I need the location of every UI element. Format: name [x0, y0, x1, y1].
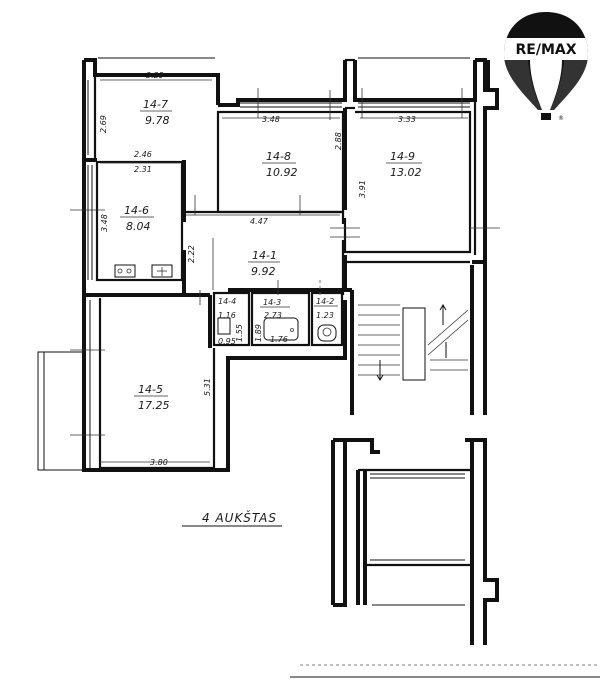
windows	[87, 57, 500, 606]
room-14-8-area: 10.92	[266, 166, 298, 179]
room-14-5-area: 17.25	[138, 399, 170, 412]
dim-r3-b: 1.76	[270, 335, 288, 344]
remax-balloon-logo: RE/MAX ®	[504, 12, 588, 122]
room-14-9-area: 13.02	[390, 166, 422, 179]
balloon-basket-icon	[541, 113, 551, 120]
dimension-labels: 3.29 2.69 2.46 3.48 2.88 3.33 3.91 2.31 …	[99, 71, 416, 467]
room-14-1-area: 9.92	[251, 265, 276, 278]
dim-r7-inner: 2.46	[134, 150, 152, 159]
dim-r7-depth: 2.69	[99, 115, 108, 133]
room-14-1-id: 14-1	[252, 249, 277, 262]
room-labels: 14-7 9.78 14-8 10.92 14-9 13.02 14-6 8.0…	[120, 98, 422, 412]
walls	[37, 58, 499, 645]
room-14-4-id: 14-4	[218, 297, 236, 306]
dim-r5-depth: 5.31	[203, 378, 212, 396]
floor-title: 4 AUKŠTAS	[202, 510, 277, 525]
room-14-3-id: 14-3	[263, 298, 281, 307]
dim-r6-depth: 3.48	[100, 214, 109, 232]
room-14-7-area: 9.78	[145, 114, 170, 127]
dim-hall-depth: 2.22	[187, 245, 196, 263]
dim-r3-a: 1.89	[254, 324, 263, 342]
fixtures	[114, 264, 337, 342]
room-14-3-area: 2.73	[264, 311, 282, 320]
staircase	[358, 304, 469, 381]
dim-r8-depth: 2.88	[334, 132, 343, 150]
dim-r6-width: 2.31	[134, 165, 152, 174]
dim-r4-width: 0.95	[218, 337, 236, 346]
dimension-lines	[70, 79, 468, 463]
room-14-4-area: 1.16	[218, 311, 236, 320]
logo-text: RE/MAX	[515, 42, 576, 58]
dim-r9-width: 3.33	[398, 115, 416, 124]
room-14-6-area: 8.04	[126, 220, 151, 233]
dim-r4-depth: 1.55	[235, 324, 244, 342]
dim-r5-width: 3.80	[150, 458, 168, 467]
room-14-6-id: 14-6	[124, 204, 149, 217]
dim-r8-width: 3.48	[262, 115, 280, 124]
room-14-2-id: 14-2	[316, 297, 334, 306]
dim-hall-width: 4.47	[250, 217, 269, 226]
room-14-8-id: 14-8	[266, 150, 291, 163]
room-14-2-area: 1.23	[316, 311, 334, 320]
room-14-5-id: 14-5	[138, 383, 163, 396]
room-14-9-id: 14-9	[390, 150, 415, 163]
balloon-icon	[504, 12, 588, 110]
dim-r9-depth: 3.91	[358, 180, 367, 198]
room-14-7-id: 14-7	[143, 98, 168, 111]
logo-registered-mark: ®	[558, 115, 564, 122]
dim-r7-width: 3.29	[146, 71, 164, 80]
